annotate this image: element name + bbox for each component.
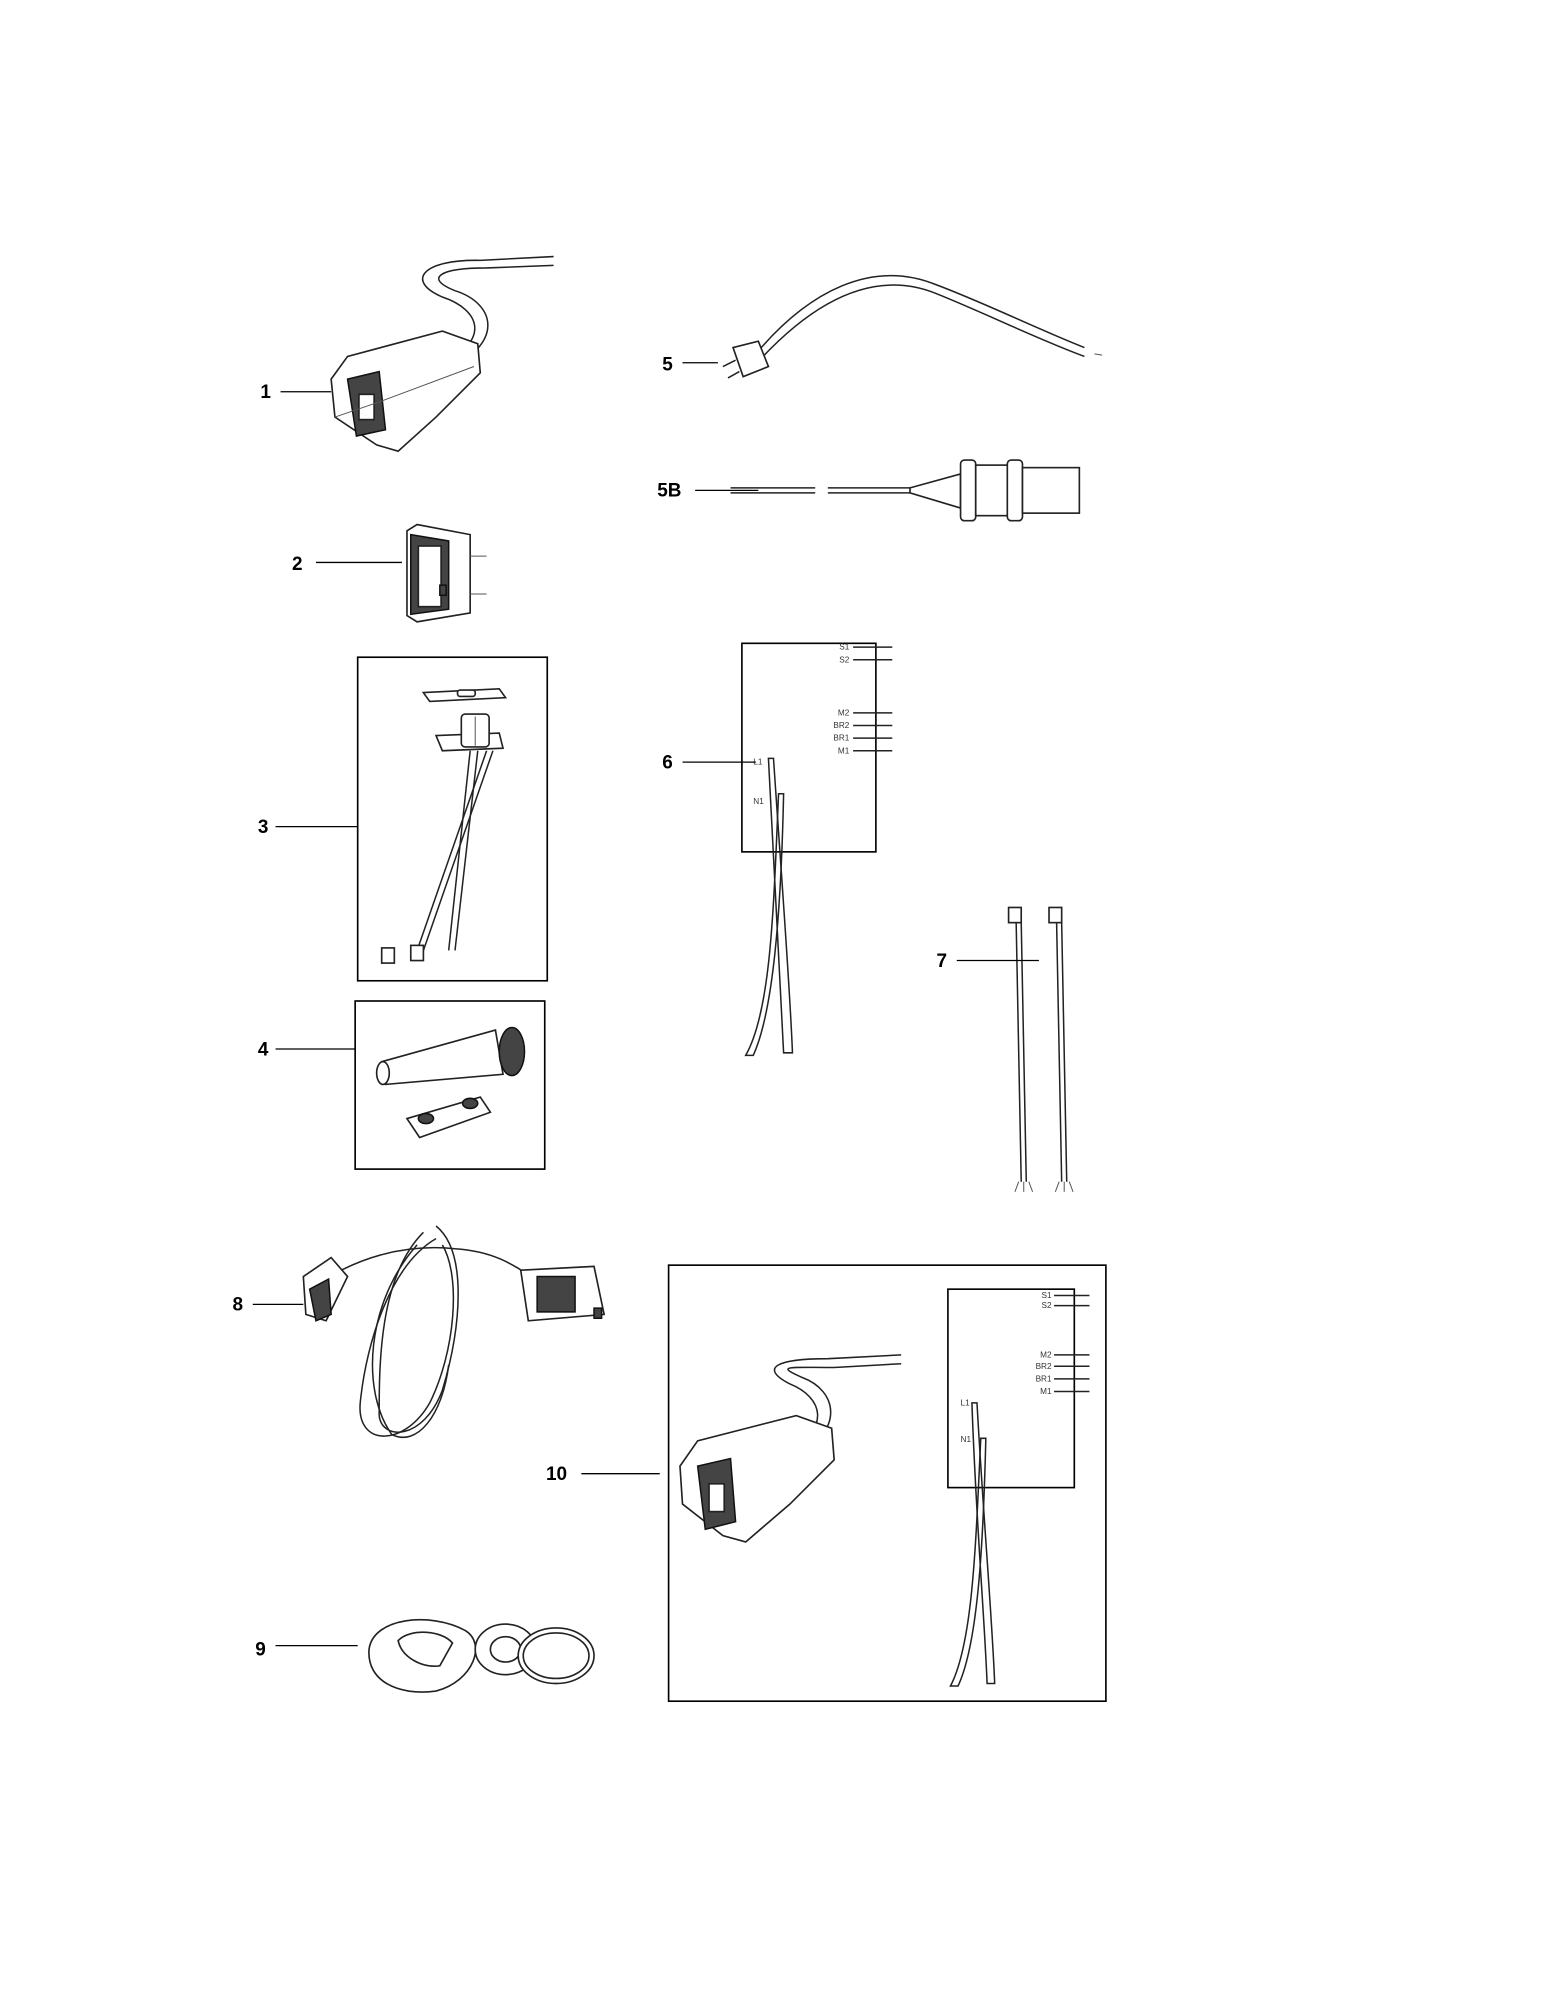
part-1-switch-housing <box>330 255 554 453</box>
part-10-switch-housing <box>679 1354 902 1543</box>
callout-10: 10 <box>546 1464 567 1485</box>
callout-2: 2 <box>292 554 303 575</box>
part-3-terminal-block <box>380 687 508 964</box>
callout-9: 9 <box>255 1640 266 1661</box>
callout-5: 5 <box>662 354 673 375</box>
kit-wire-label-m2: M2 <box>1040 1350 1052 1359</box>
part-4-frame <box>354 1000 546 1170</box>
part-7-wire-leads <box>1007 906 1074 1193</box>
kit-wire-label-m1: M1 <box>1040 1387 1052 1396</box>
wire-label-l1: L1 <box>753 758 763 767</box>
kit-wire-label-s1: S1 <box>1042 1291 1052 1300</box>
callout-6: 6 <box>662 752 673 773</box>
wire-label-m2: M2 <box>838 708 850 717</box>
part-2-rocker-switch <box>406 523 487 623</box>
callout-8: 8 <box>233 1295 244 1316</box>
wire-label-s2: S2 <box>839 655 849 664</box>
part-3-frame <box>356 656 549 982</box>
callout-5b: 5B <box>657 481 681 502</box>
part-6-wiring-harness: S1 S2 M2 BR2 BR1 M1 L1 N1 <box>741 642 893 1057</box>
kit-wire-label-n1: N1 <box>961 1435 972 1444</box>
part-10-wiring-harness: S1 S2 M2 BR2 BR1 M1 L1 N1 <box>947 1288 1090 1687</box>
part-5b-cord-connector <box>730 459 1081 522</box>
wire-label-n1: N1 <box>753 797 764 806</box>
callout-3: 3 <box>258 817 269 838</box>
wire-label-br1: BR1 <box>833 734 849 743</box>
kit-wire-label-l1: L1 <box>961 1398 971 1407</box>
part-10-frame <box>667 1264 1107 1703</box>
callout-4: 4 <box>258 1039 269 1060</box>
callout-1: 1 <box>260 382 271 403</box>
kit-wire-label-s2: S2 <box>1042 1301 1052 1310</box>
part-9-grommets <box>368 1619 595 1693</box>
wire-label-m1: M1 <box>838 746 850 755</box>
callout-7: 7 <box>937 951 948 972</box>
wire-label-br2: BR2 <box>833 721 849 730</box>
kit-wire-label-br2: BR2 <box>1036 1362 1052 1371</box>
kit-wire-label-br1: BR1 <box>1036 1374 1052 1383</box>
wire-label-s1: S1 <box>839 643 849 652</box>
part-8-coiled-extension-cord <box>302 1225 606 1438</box>
part-5-power-cord-plug <box>722 275 1103 379</box>
part-4-cord-sleeve-and-clamp <box>375 1026 526 1139</box>
